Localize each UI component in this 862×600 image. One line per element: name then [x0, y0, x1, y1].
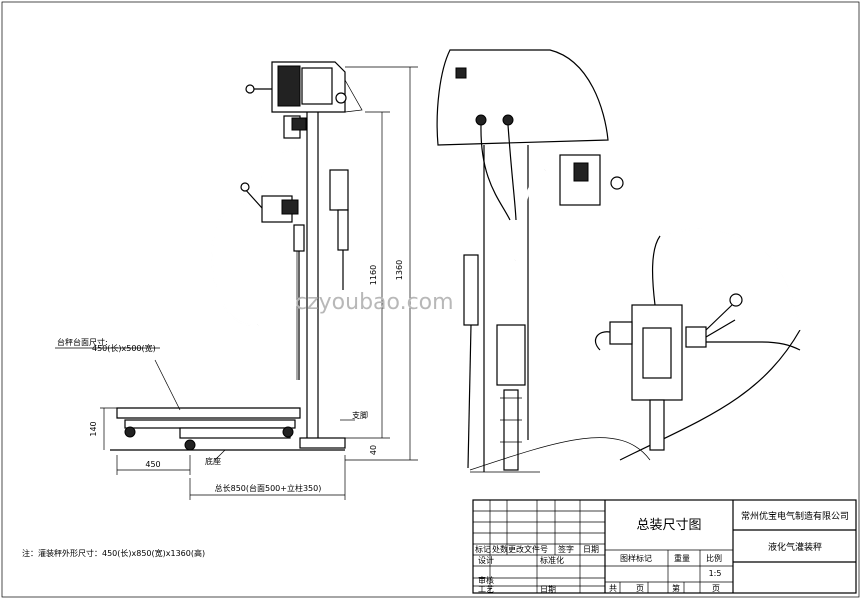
company-name: 常州优宝电气制造有限公司 [741, 510, 849, 522]
drawing-title: 总装尺寸图 [636, 518, 701, 533]
dim-850: 总长850(台面500+立柱350) [215, 483, 322, 493]
platform [116, 407, 301, 419]
scale-value: 1:5 [709, 569, 722, 578]
bottom-number: 第 [672, 583, 680, 593]
mid-drawing-mark: 图样标记 [620, 553, 652, 563]
dim-1160: 1160 [369, 265, 378, 285]
header-date: 日期 [583, 545, 599, 554]
dim-1360: 1360 [395, 260, 404, 280]
dimension-note: 注：灌装秤外形尺寸：450(长)x850(宽)x1360(高) [22, 548, 205, 558]
dim-40: 40 [369, 445, 378, 455]
load-cell [496, 324, 526, 386]
row-date: 日期 [540, 585, 556, 594]
pneumatic-valve [329, 169, 349, 211]
side-view [110, 61, 363, 451]
bottom-page-2: 页 [712, 584, 720, 593]
title-block [472, 499, 857, 594]
dimension-lines [55, 66, 418, 500]
row-review: 审核 [478, 575, 494, 585]
dim-140: 140 [89, 421, 98, 436]
watermark: czyoubao.com [295, 290, 454, 315]
label-foot: 支脚 [352, 410, 368, 420]
mid-scale: 比例 [706, 553, 722, 563]
product-name: 液化气灌装秤 [768, 541, 822, 553]
header-count: 处数 [492, 544, 508, 554]
detail-view [436, 49, 801, 473]
mid-weight: 重量 [674, 553, 690, 563]
base-foot [299, 437, 346, 449]
header-mark: 标记 [475, 544, 491, 554]
label-base: 底座 [205, 456, 221, 466]
row-design: 设计 [478, 555, 494, 565]
platform-size: 450(长)x500(宽) [92, 343, 156, 353]
head-housing [436, 49, 609, 146]
header-sign: 签字 [558, 544, 574, 554]
header-change: 更改文件号 [508, 544, 548, 554]
display-screen [301, 67, 333, 105]
keypad [277, 65, 301, 107]
bottom-total: 共 [609, 584, 617, 593]
dim-450: 450 [145, 460, 160, 469]
row-process: 工艺 [478, 585, 494, 594]
row-standard: 标准化 [540, 555, 564, 565]
bottom-page-1: 页 [636, 584, 644, 593]
platform-size-label: 台秤台面尺寸: [57, 337, 108, 347]
